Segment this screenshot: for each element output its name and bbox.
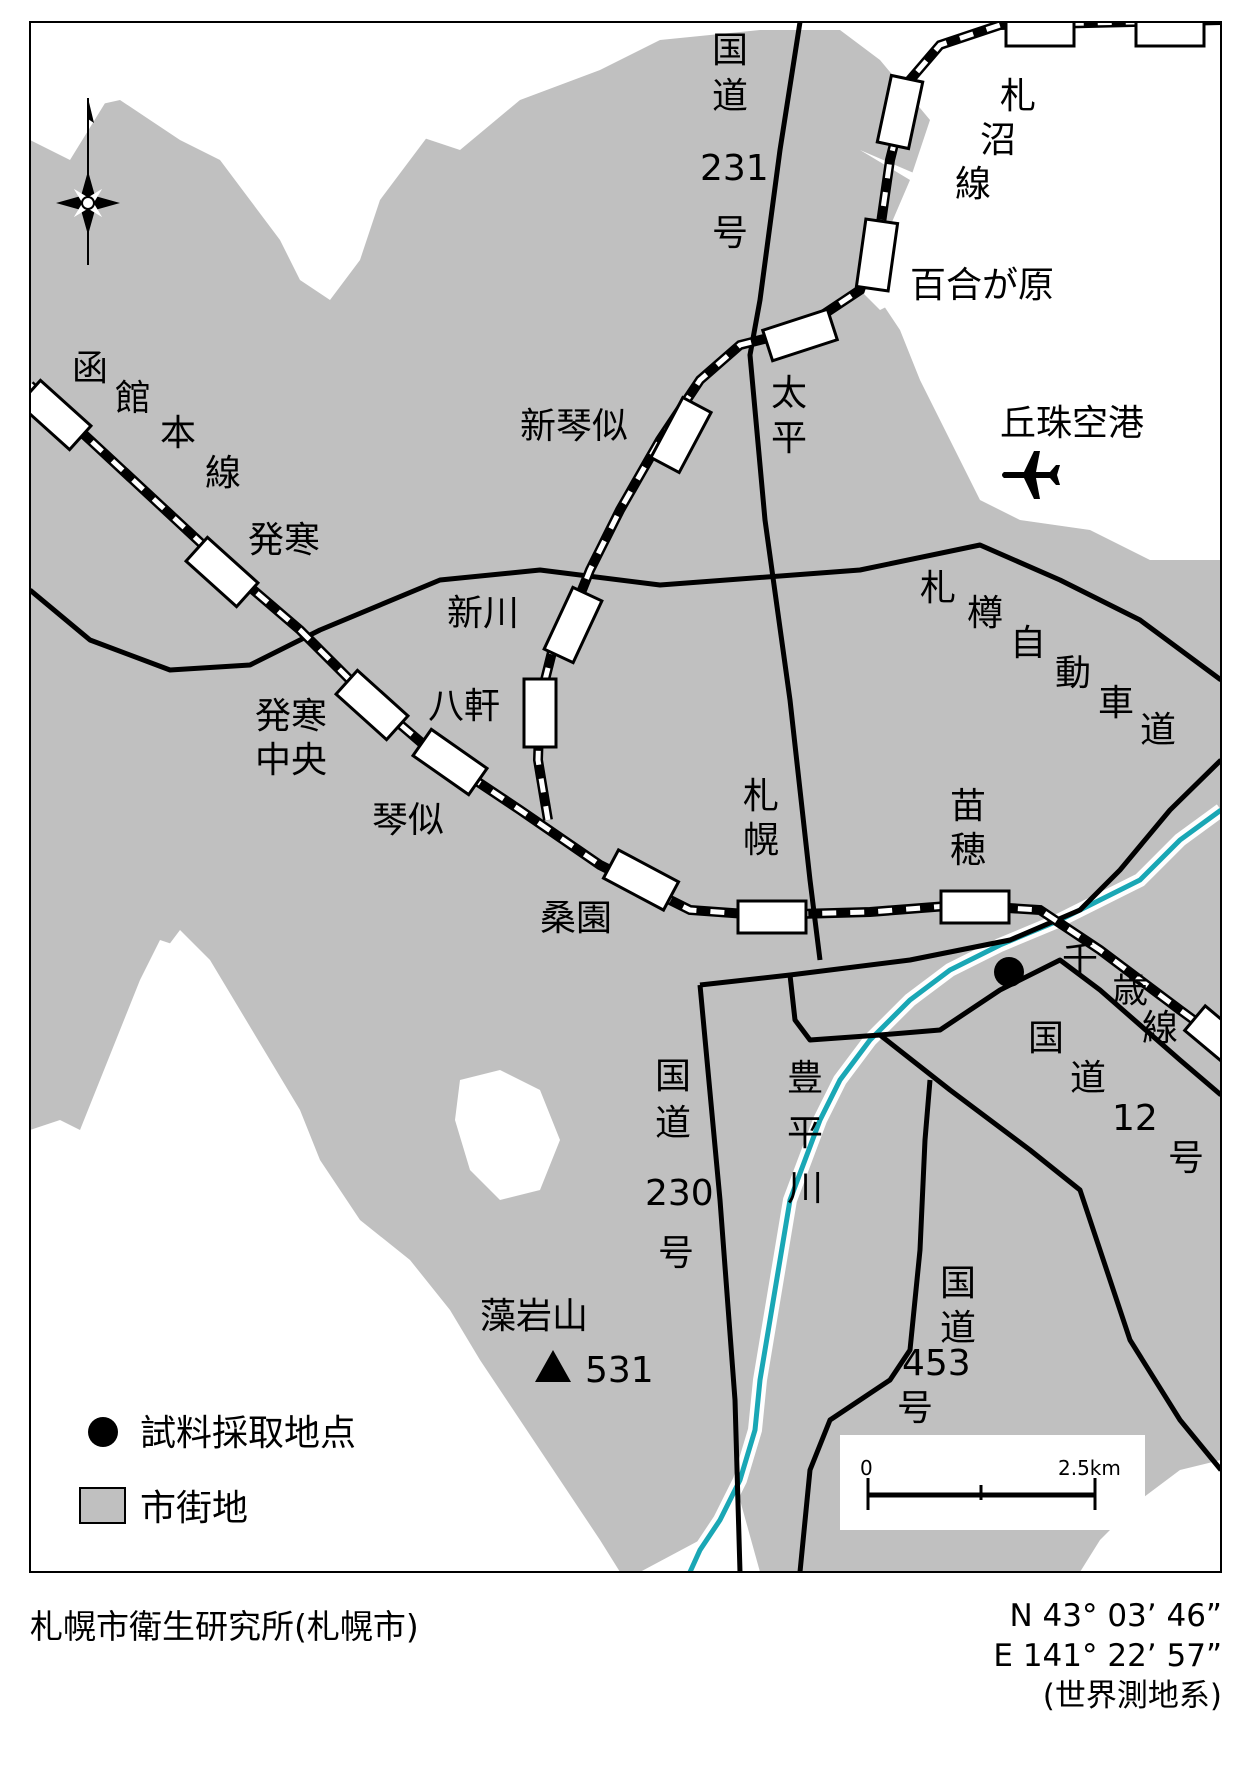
label-road-12: 国道12号 xyxy=(1028,1018,1204,1179)
legend: 試料採取地点 市街地 xyxy=(79,1413,356,1529)
road-central xyxy=(787,974,1221,1472)
station-boxes xyxy=(30,22,1221,1077)
station-box-hakodate-start xyxy=(30,378,94,452)
sample-point-marker xyxy=(994,957,1024,987)
map-frame xyxy=(29,21,1222,1573)
scale-end-label: 2.5km xyxy=(1058,1456,1121,1480)
station-box-sassho-4 xyxy=(1134,22,1206,48)
road-230 xyxy=(697,984,743,1572)
north-arrow-icon xyxy=(56,98,120,265)
legend-urban-swatch xyxy=(79,1487,126,1524)
road-453 xyxy=(797,1079,933,1572)
label-naebo: 苗穂 xyxy=(950,786,986,871)
road-12 xyxy=(879,957,1221,1097)
label-airport: 丘珠空港 xyxy=(1000,403,1144,444)
label-expressway: 札樽自動車道 xyxy=(920,568,1176,751)
station-box-sapporo xyxy=(736,899,808,935)
label-sapporo: 札幌 xyxy=(743,776,779,861)
label-shinkotoni: 新琴似 xyxy=(520,406,628,447)
coord-lon: E 141° 22’ 57” xyxy=(993,1638,1222,1674)
scale-bar: 0 2.5km xyxy=(840,1435,1145,1530)
label-taihei: 太平 xyxy=(771,373,807,459)
station-box-chitose-end xyxy=(1182,1003,1221,1077)
coord-datum: (世界測地系) xyxy=(1042,1678,1222,1714)
road-230-connector xyxy=(699,758,1221,988)
label-hakodate-line: 函館本線 xyxy=(72,348,241,494)
label-mountain: 藻岩山 xyxy=(480,1296,588,1337)
coordinates: N 43° 03’ 46” E 141° 22’ 57” (世界測地系) xyxy=(993,1596,1222,1716)
non-urban-southwest xyxy=(30,930,620,1572)
label-soen: 桑園 xyxy=(540,898,612,939)
station-box-hassamu xyxy=(183,535,261,609)
station-box-shinkotoni xyxy=(648,395,714,475)
legend-sample-point-icon xyxy=(88,1417,118,1447)
label-hachiken: 八軒 xyxy=(428,686,500,727)
non-urban-north xyxy=(860,100,1221,560)
scale-start-label: 0 xyxy=(860,1456,873,1480)
station-box-yurigahara xyxy=(854,217,900,293)
label-mountain-elevation: 531 xyxy=(585,1350,654,1391)
label-hassamu-chuo: 発寒中央 xyxy=(255,696,327,781)
legend-sample-point-label: 試料採取地点 xyxy=(140,1413,356,1454)
legend-urban-label: 市街地 xyxy=(140,1488,248,1529)
label-hassamu: 発寒 xyxy=(248,520,320,561)
roads xyxy=(30,22,1221,1572)
station-box-hassamu-chuo xyxy=(333,668,411,742)
station-box-kotoni xyxy=(410,727,490,797)
non-urban-southeast xyxy=(1080,1460,1221,1572)
road-231 xyxy=(747,22,823,961)
station-box-soen xyxy=(601,847,681,913)
station-box-taihei xyxy=(760,307,840,363)
label-kotoni: 琴似 xyxy=(372,800,444,841)
label-chitose-line: 千歳線 xyxy=(1062,940,1178,1049)
station-box-shinkawa xyxy=(542,585,604,665)
station-box-naebo xyxy=(939,889,1011,925)
label-sassho-line: 札沼線 xyxy=(955,76,1036,205)
station-box-sassho-3 xyxy=(1004,22,1076,48)
label-yurigahara: 百合が原 xyxy=(910,265,1054,306)
label-shinkawa: 新川 xyxy=(447,593,519,634)
non-urban-northwest xyxy=(30,22,560,300)
mountain-marker xyxy=(535,1350,571,1382)
label-river-toyohira: 豊平川 xyxy=(787,1058,823,1209)
airplane-icon xyxy=(1002,451,1060,499)
footer-title: 札幌市衛生研究所(札幌市) xyxy=(30,1607,419,1646)
coord-lat: N 43° 03’ 46” xyxy=(1009,1598,1222,1634)
station-box-sassho-2 xyxy=(875,73,925,151)
station-box-hachiken xyxy=(522,677,558,749)
road-expressway xyxy=(30,542,1221,683)
non-urban-hill xyxy=(455,1070,560,1200)
